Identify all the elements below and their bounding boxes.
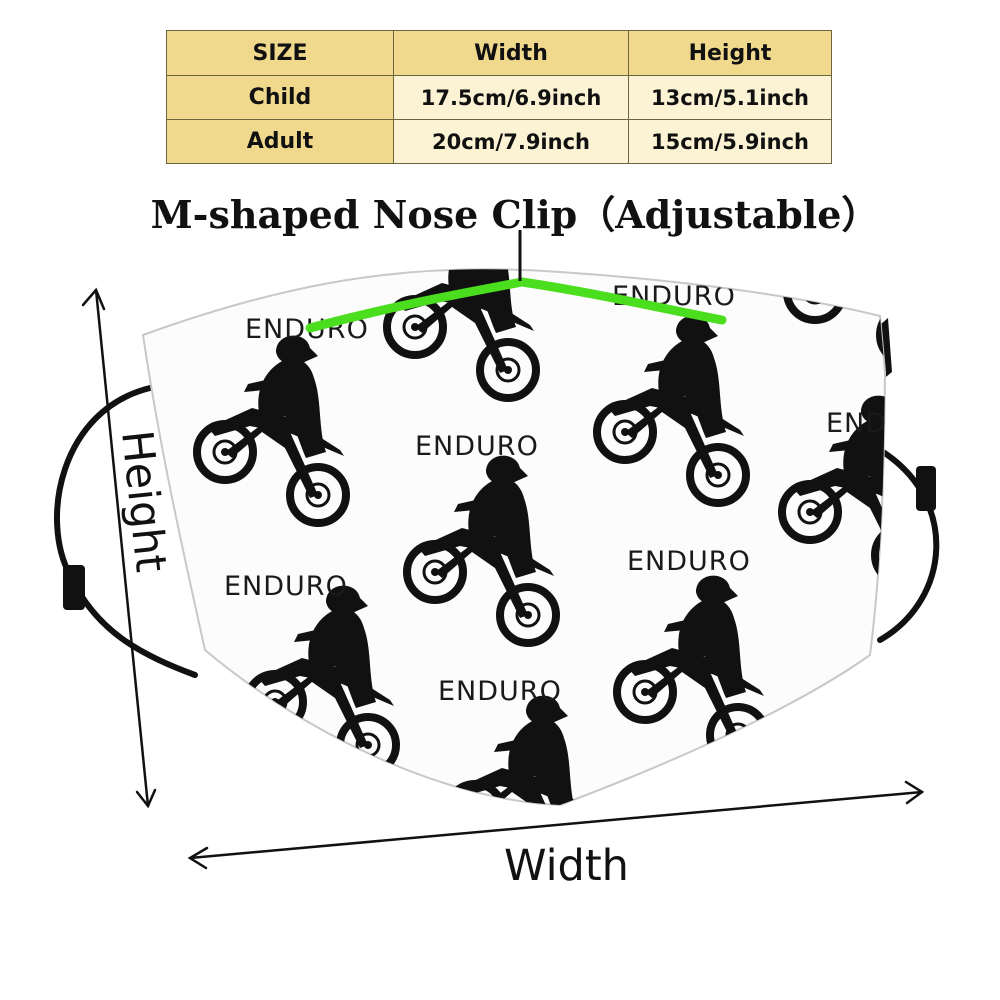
size-cell: Child — [166, 75, 394, 120]
height-arrow — [81, 287, 157, 809]
width-cell: 20cm/7.9inch — [393, 119, 629, 164]
enduro-text: ENDURO — [438, 676, 562, 707]
enduro-text: ENDURO — [415, 431, 539, 462]
ear-loop-adjuster-right — [916, 466, 936, 511]
size-header: SIZE — [166, 30, 394, 76]
size-table-header-row: SIZE Width Height — [166, 30, 832, 76]
enduro-text: ENDURO — [826, 408, 950, 439]
ear-loop-adjuster-left — [63, 565, 85, 610]
nose-clip-title: M-shaped Nose Clip（Adjustable） — [150, 192, 880, 237]
width-arrow — [187, 780, 925, 870]
enduro-text: ENDURO — [224, 571, 348, 602]
width-label: Width — [504, 841, 629, 891]
width-cell: 17.5cm/6.9inch — [393, 75, 629, 120]
size-row-adult: Adult 20cm/7.9inch 15cm/5.9inch — [166, 119, 832, 164]
height-cell: 15cm/5.9inch — [628, 119, 832, 164]
size-table: SIZE Width Height Child 17.5cm/6.9inch 1… — [166, 30, 832, 164]
height-cell: 13cm/5.1inch — [628, 75, 832, 120]
size-cell: Adult — [166, 119, 394, 164]
nose-clip-band — [305, 277, 727, 333]
width-header: Width — [393, 30, 629, 76]
size-row-child: Child 17.5cm/6.9inch 13cm/5.1inch — [166, 75, 832, 120]
enduro-text: ENDURO — [627, 546, 751, 577]
